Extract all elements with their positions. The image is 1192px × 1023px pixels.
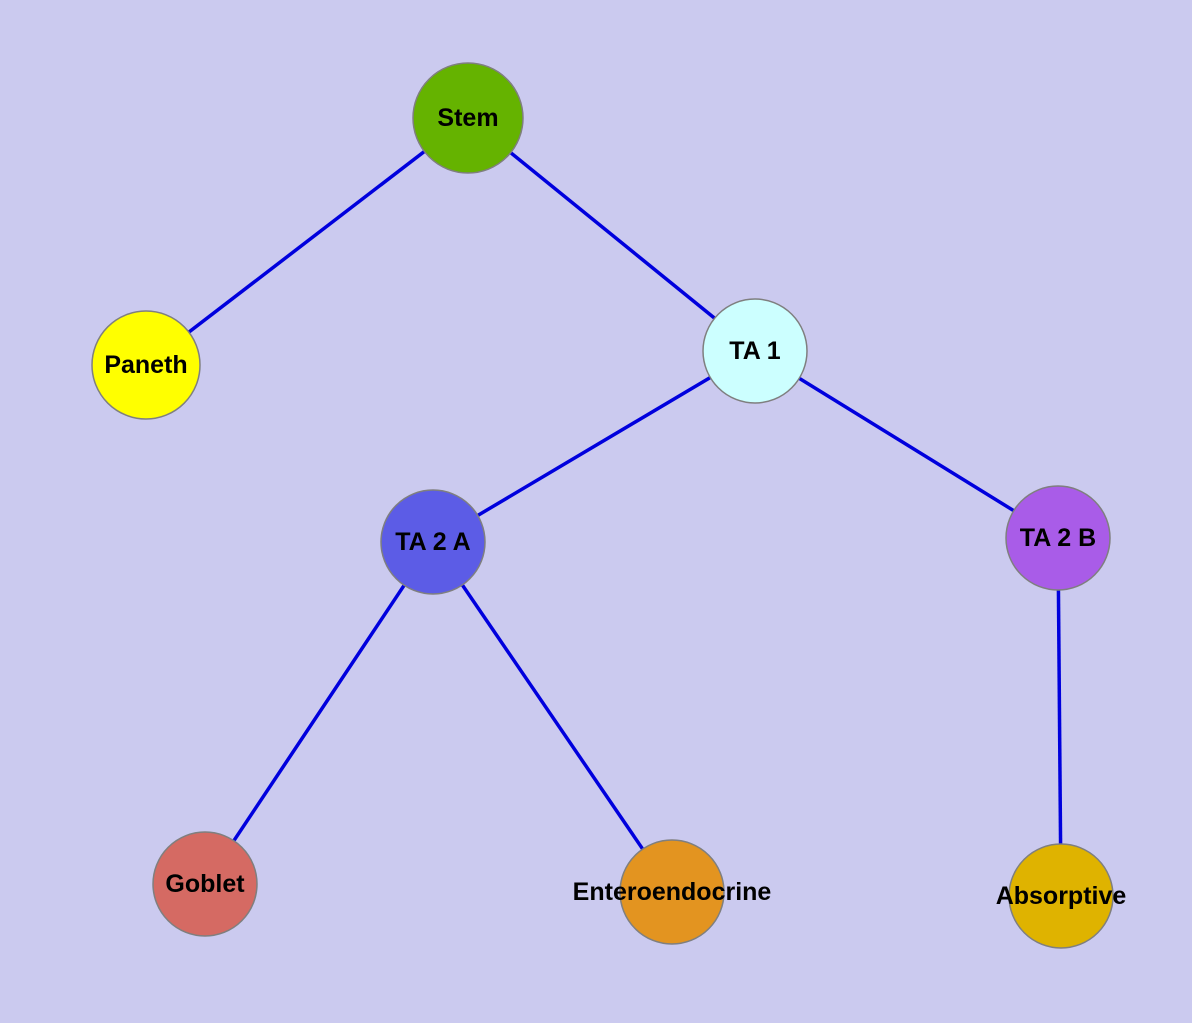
goblet-circle bbox=[152, 831, 258, 937]
ta-2-a-label: TA 2 A bbox=[395, 528, 470, 556]
ta-2-b-circle bbox=[1005, 485, 1111, 591]
node-ta-2-b[interactable]: TA 2 B bbox=[1005, 485, 1111, 591]
edge-ta-1-to-ta-2-a bbox=[432, 349, 756, 544]
ta-1-label: TA 1 bbox=[729, 337, 780, 365]
node-ta-2-a[interactable]: TA 2 A bbox=[380, 489, 486, 595]
absorptive-circle bbox=[1008, 843, 1114, 949]
node-enteroendocrine[interactable]: Enteroendocrine bbox=[573, 839, 772, 945]
enteroendocrine-label: Enteroendocrine bbox=[573, 878, 772, 906]
node-paneth[interactable]: Paneth bbox=[91, 310, 201, 420]
paneth-label: Paneth bbox=[104, 351, 187, 379]
paneth-circle bbox=[91, 310, 201, 420]
goblet-label: Goblet bbox=[165, 870, 245, 898]
stem-circle bbox=[412, 62, 524, 174]
edge-ta-2-a-to-goblet bbox=[203, 541, 435, 885]
ta-1-circle bbox=[702, 298, 808, 404]
ta-2-b-label: TA 2 B bbox=[1020, 524, 1096, 552]
node-goblet[interactable]: Goblet bbox=[152, 831, 258, 937]
node-stem[interactable]: Stem bbox=[412, 62, 524, 174]
node-absorptive[interactable]: Absorptive bbox=[996, 843, 1127, 949]
edge-stem-to-paneth bbox=[144, 116, 470, 367]
edge-ta-2-b-to-absorptive bbox=[1056, 537, 1063, 897]
enteroendocrine-circle bbox=[619, 839, 725, 945]
ta-2-a-circle bbox=[380, 489, 486, 595]
stem-label: Stem bbox=[437, 104, 498, 132]
edge-ta-2-a-to-enteroendocrine bbox=[431, 541, 674, 893]
absorptive-label: Absorptive bbox=[996, 882, 1127, 910]
edge-stem-to-ta-1 bbox=[466, 116, 757, 353]
node-ta-1[interactable]: TA 1 bbox=[702, 298, 808, 404]
edge-ta-1-to-ta-2-b bbox=[754, 349, 1059, 540]
